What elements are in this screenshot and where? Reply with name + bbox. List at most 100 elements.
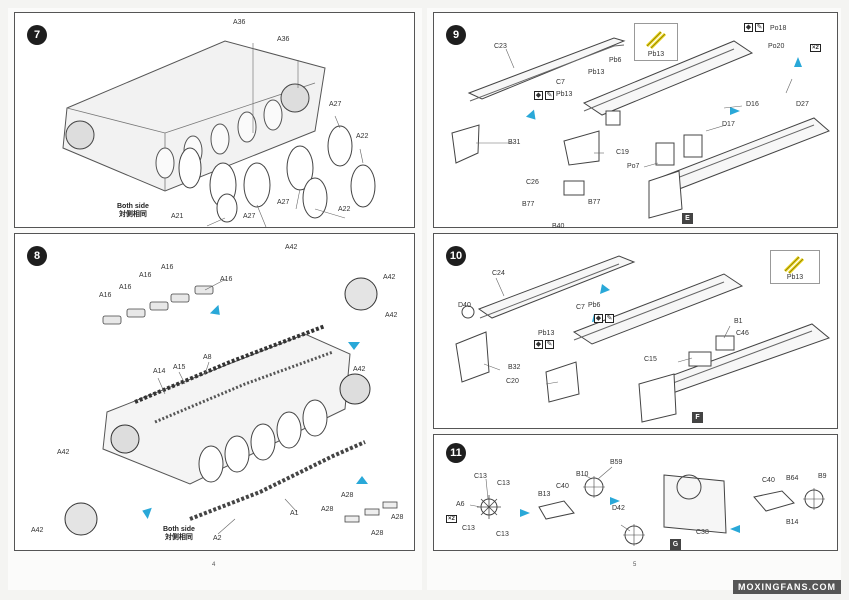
label-c23: C23 — [494, 43, 507, 50]
label-a36: A36 — [233, 19, 246, 26]
section-badge-f: F — [692, 412, 703, 423]
label-a42: A42 — [383, 274, 396, 281]
step-9-illustration — [451, 37, 830, 219]
label-c24: C24 — [492, 270, 505, 277]
label-b77: B77 — [588, 199, 601, 206]
label-pb13: Pb13 — [538, 330, 555, 337]
label-c46: C46 — [736, 330, 749, 337]
page-number-right: 5 — [633, 562, 637, 568]
both-side-note-zh: 対側相同 — [118, 211, 147, 219]
label-a22: A22 — [338, 206, 351, 213]
step-8-badge: 8 — [27, 246, 47, 266]
label-b40: B40 — [552, 223, 565, 230]
photo-etch-part-box: Pb13 — [770, 250, 820, 284]
label-c13: C13 — [496, 531, 509, 538]
label-d27: D27 — [796, 101, 809, 108]
label-pb13: Pb13 — [588, 69, 605, 76]
cement-tube-icon: ✎ — [545, 91, 554, 100]
label-b13: B13 — [538, 491, 551, 498]
label-b59: B59 — [610, 459, 623, 466]
pb13-part-icon — [783, 255, 805, 275]
section-badge-g: G — [670, 539, 681, 550]
glue-drop-icon: ◆ — [534, 91, 543, 100]
label-a1: A1 — [290, 510, 299, 517]
cement-tube-icon: ✎ — [605, 314, 614, 323]
label-b32: B32 — [508, 364, 521, 371]
label-a42: A42 — [57, 449, 70, 456]
label-d16: D16 — [746, 101, 759, 108]
photo-etch-part-box: Pb13 — [634, 23, 678, 61]
glue-drop-icon: ◆ — [594, 314, 603, 323]
label-a21: A21 — [171, 213, 184, 220]
label-c40: C40 — [762, 477, 775, 484]
step-11-panel: 11 — [433, 434, 838, 551]
label-a42: A42 — [31, 527, 44, 534]
step-9-panel: 9 Pb13 — [433, 12, 838, 230]
step-11-illustration — [469, 466, 825, 546]
section-badge-e: E — [682, 213, 693, 224]
label-po7: Po7 — [627, 163, 640, 170]
label-b77: B77 — [522, 201, 535, 208]
page-number-left: 4 — [212, 562, 216, 568]
label-a14: A14 — [153, 368, 166, 375]
label-pb6: Pb6 — [588, 302, 601, 309]
label-pb13: Pb13 — [556, 91, 573, 98]
label-a28: A28 — [391, 514, 404, 521]
both-side-note-en: Both side — [117, 203, 149, 210]
both-side-note-zh: 対側相同 — [164, 534, 193, 542]
pb13-box-label: Pb13 — [786, 274, 804, 281]
label-a16: A16 — [139, 272, 152, 279]
label-a42: A42 — [385, 312, 398, 319]
pb13-box-label: Pb13 — [647, 51, 665, 58]
label-pb6: Pb6 — [609, 57, 622, 64]
step-10-badge: 10 — [446, 246, 466, 266]
step-7-badge: 7 — [27, 25, 47, 45]
step-7-panel: 7 — [14, 12, 415, 228]
label-a28: A28 — [321, 506, 334, 513]
label-b10: B10 — [576, 471, 589, 478]
step-11-badge: 11 — [446, 443, 466, 463]
label-c38: C38 — [696, 529, 709, 536]
label-b1: B1 — [734, 318, 743, 325]
label-b64: B64 — [786, 475, 799, 482]
quantity-multiplier: ×2 — [446, 515, 457, 523]
glue-drop-icon: ◆ — [534, 340, 543, 349]
site-watermark: MOXINGFANS.COM — [732, 580, 841, 594]
cement-tube-icon: ✎ — [755, 23, 764, 32]
label-a27: A27 — [243, 213, 256, 220]
label-a8: A8 — [203, 354, 212, 361]
label-a15: A15 — [173, 364, 186, 371]
label-c13: C13 — [497, 480, 510, 487]
label-a28: A28 — [341, 492, 354, 499]
label-a6: A6 — [456, 501, 465, 508]
label-a27: A27 — [277, 199, 290, 206]
quantity-multiplier: ×2 — [810, 44, 821, 52]
step-9-badge: 9 — [446, 25, 466, 45]
label-c7: C7 — [556, 79, 565, 86]
label-b9: B9 — [818, 473, 827, 480]
label-c26: C26 — [526, 179, 539, 186]
label-a42: A42 — [285, 244, 298, 251]
label-a22: A22 — [356, 133, 369, 140]
label-a27: A27 — [329, 101, 342, 108]
pb13-part-icon — [645, 30, 667, 50]
label-a16: A16 — [161, 264, 174, 271]
label-a28: A28 — [371, 530, 384, 537]
label-c7: C7 — [576, 304, 585, 311]
label-po18: Po18 — [770, 25, 787, 32]
label-d42: D42 — [612, 505, 625, 512]
label-a16: A16 — [220, 276, 233, 283]
cement-tube-icon: ✎ — [545, 340, 554, 349]
label-c13: C13 — [462, 525, 475, 532]
label-po20: Po20 — [768, 43, 785, 50]
label-b14: B14 — [786, 519, 799, 526]
label-c13: C13 — [474, 473, 487, 480]
label-d17: D17 — [722, 121, 735, 128]
label-c15: C15 — [644, 356, 657, 363]
label-a16: A16 — [99, 292, 112, 299]
both-side-note-en: Both side — [163, 526, 195, 533]
label-a16: A16 — [119, 284, 132, 291]
step-8-panel: 8 — [14, 233, 415, 551]
step-10-illustration — [455, 255, 831, 423]
step-10-panel: 10 Pb13 C24 D40 C7 Pb6 — [433, 233, 838, 429]
